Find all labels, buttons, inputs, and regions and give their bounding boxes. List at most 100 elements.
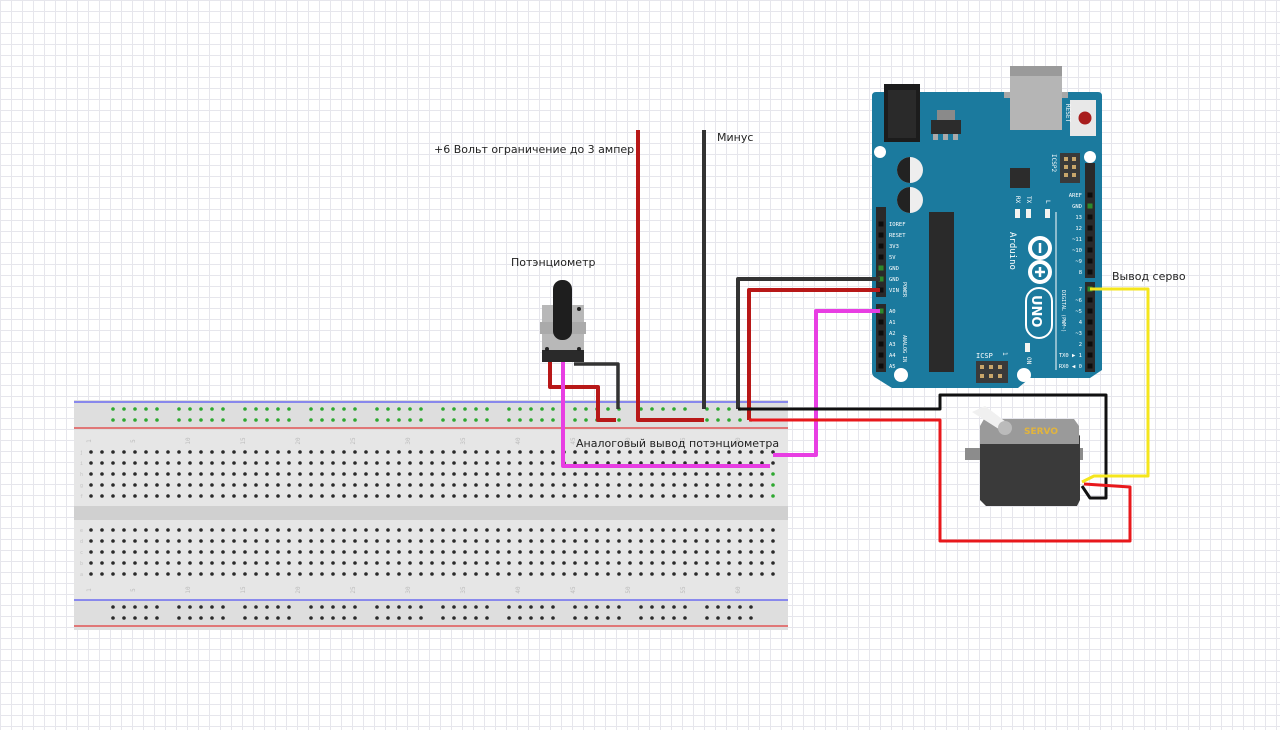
breadboard-hole[interactable] bbox=[573, 561, 577, 565]
breadboard-hole[interactable] bbox=[155, 483, 159, 487]
servo-motor[interactable]: SERVO bbox=[965, 406, 1083, 506]
rail-hole[interactable] bbox=[144, 407, 148, 411]
rail-hole[interactable] bbox=[331, 616, 335, 620]
breadboard-hole[interactable] bbox=[595, 494, 599, 498]
breadboard-hole[interactable] bbox=[265, 450, 269, 454]
breadboard-hole[interactable] bbox=[463, 572, 467, 576]
breadboard-hole[interactable] bbox=[672, 539, 676, 543]
breadboard-hole[interactable] bbox=[254, 539, 258, 543]
breadboard-hole[interactable] bbox=[738, 450, 742, 454]
breadboard-hole[interactable] bbox=[738, 528, 742, 532]
breadboard-hole[interactable] bbox=[243, 472, 247, 476]
rail-hole[interactable] bbox=[243, 605, 247, 609]
rail-hole[interactable] bbox=[386, 616, 390, 620]
breadboard-hole[interactable] bbox=[298, 461, 302, 465]
breadboard-hole[interactable] bbox=[254, 472, 258, 476]
header-pin[interactable] bbox=[878, 308, 884, 314]
breadboard-hole[interactable] bbox=[595, 528, 599, 532]
breadboard-hole[interactable] bbox=[485, 572, 489, 576]
rail-hole[interactable] bbox=[463, 605, 467, 609]
breadboard-hole[interactable] bbox=[188, 472, 192, 476]
breadboard-hole[interactable] bbox=[551, 550, 555, 554]
breadboard-hole[interactable] bbox=[298, 550, 302, 554]
breadboard-hole[interactable] bbox=[353, 539, 357, 543]
rail-hole[interactable] bbox=[243, 407, 247, 411]
header-pin[interactable] bbox=[878, 243, 884, 249]
breadboard-hole[interactable] bbox=[210, 550, 214, 554]
breadboard-hole[interactable] bbox=[650, 472, 654, 476]
breadboard-hole[interactable] bbox=[474, 461, 478, 465]
rail-hole[interactable] bbox=[540, 418, 544, 422]
breadboard-hole[interactable] bbox=[309, 561, 313, 565]
breadboard-hole[interactable] bbox=[287, 528, 291, 532]
breadboard-hole[interactable] bbox=[364, 461, 368, 465]
rail-hole[interactable] bbox=[122, 616, 126, 620]
rail-hole[interactable] bbox=[342, 418, 346, 422]
breadboard-hole[interactable] bbox=[430, 494, 434, 498]
breadboard-hole[interactable] bbox=[474, 450, 478, 454]
breadboard-hole[interactable] bbox=[232, 550, 236, 554]
breadboard-hole[interactable] bbox=[133, 494, 137, 498]
breadboard-hole[interactable] bbox=[210, 461, 214, 465]
breadboard-hole[interactable] bbox=[309, 528, 313, 532]
breadboard-hole[interactable] bbox=[89, 572, 93, 576]
rail-hole[interactable] bbox=[397, 605, 401, 609]
breadboard-hole[interactable] bbox=[595, 561, 599, 565]
breadboard-hole[interactable] bbox=[397, 461, 401, 465]
breadboard-hole[interactable] bbox=[89, 461, 93, 465]
header-pin[interactable] bbox=[878, 363, 884, 369]
breadboard-hole[interactable] bbox=[386, 461, 390, 465]
breadboard-hole[interactable] bbox=[507, 472, 511, 476]
breadboard-hole[interactable] bbox=[573, 461, 577, 465]
rail-hole[interactable] bbox=[419, 418, 423, 422]
breadboard-hole[interactable] bbox=[265, 494, 269, 498]
rail-hole[interactable] bbox=[133, 407, 137, 411]
breadboard-hole[interactable] bbox=[760, 461, 764, 465]
breadboard-hole[interactable] bbox=[606, 550, 610, 554]
breadboard-hole[interactable] bbox=[650, 561, 654, 565]
breadboard-hole[interactable] bbox=[397, 472, 401, 476]
breadboard-hole[interactable] bbox=[144, 483, 148, 487]
rail-hole[interactable] bbox=[177, 407, 181, 411]
rail-hole[interactable] bbox=[639, 605, 643, 609]
breadboard-hole[interactable] bbox=[584, 450, 588, 454]
breadboard-hole[interactable] bbox=[452, 550, 456, 554]
breadboard-hole[interactable] bbox=[584, 494, 588, 498]
breadboard-hole[interactable] bbox=[529, 483, 533, 487]
breadboard-hole[interactable] bbox=[386, 561, 390, 565]
rail-hole[interactable] bbox=[661, 407, 665, 411]
breadboard-hole[interactable] bbox=[749, 461, 753, 465]
breadboard-hole[interactable] bbox=[265, 561, 269, 565]
header-pin[interactable] bbox=[1087, 225, 1093, 231]
breadboard-hole[interactable] bbox=[309, 483, 313, 487]
breadboard-hole[interactable] bbox=[573, 450, 577, 454]
rail-hole[interactable] bbox=[617, 605, 621, 609]
breadboard-hole[interactable] bbox=[771, 528, 775, 532]
breadboard-hole[interactable] bbox=[617, 494, 621, 498]
breadboard-hole[interactable] bbox=[606, 472, 610, 476]
breadboard-hole[interactable] bbox=[386, 528, 390, 532]
rail-hole[interactable] bbox=[452, 407, 456, 411]
breadboard-hole[interactable] bbox=[683, 550, 687, 554]
breadboard-hole[interactable] bbox=[408, 472, 412, 476]
rail-hole[interactable] bbox=[188, 605, 192, 609]
breadboard-hole[interactable] bbox=[661, 561, 665, 565]
breadboard-hole[interactable] bbox=[89, 472, 93, 476]
breadboard-hole[interactable] bbox=[430, 539, 434, 543]
rail-hole[interactable] bbox=[452, 605, 456, 609]
breadboard-hole[interactable] bbox=[463, 472, 467, 476]
breadboard-hole[interactable] bbox=[397, 539, 401, 543]
breadboard-hole[interactable] bbox=[650, 528, 654, 532]
breadboard-hole[interactable] bbox=[375, 450, 379, 454]
breadboard-hole[interactable] bbox=[529, 450, 533, 454]
breadboard-hole[interactable] bbox=[243, 494, 247, 498]
breadboard-hole[interactable] bbox=[144, 528, 148, 532]
breadboard-hole[interactable] bbox=[441, 539, 445, 543]
breadboard-hole[interactable] bbox=[562, 472, 566, 476]
breadboard-hole[interactable] bbox=[188, 550, 192, 554]
breadboard-hole[interactable] bbox=[551, 528, 555, 532]
rail-hole[interactable] bbox=[386, 407, 390, 411]
rail-hole[interactable] bbox=[386, 605, 390, 609]
breadboard-hole[interactable] bbox=[441, 528, 445, 532]
rail-hole[interactable] bbox=[584, 407, 588, 411]
